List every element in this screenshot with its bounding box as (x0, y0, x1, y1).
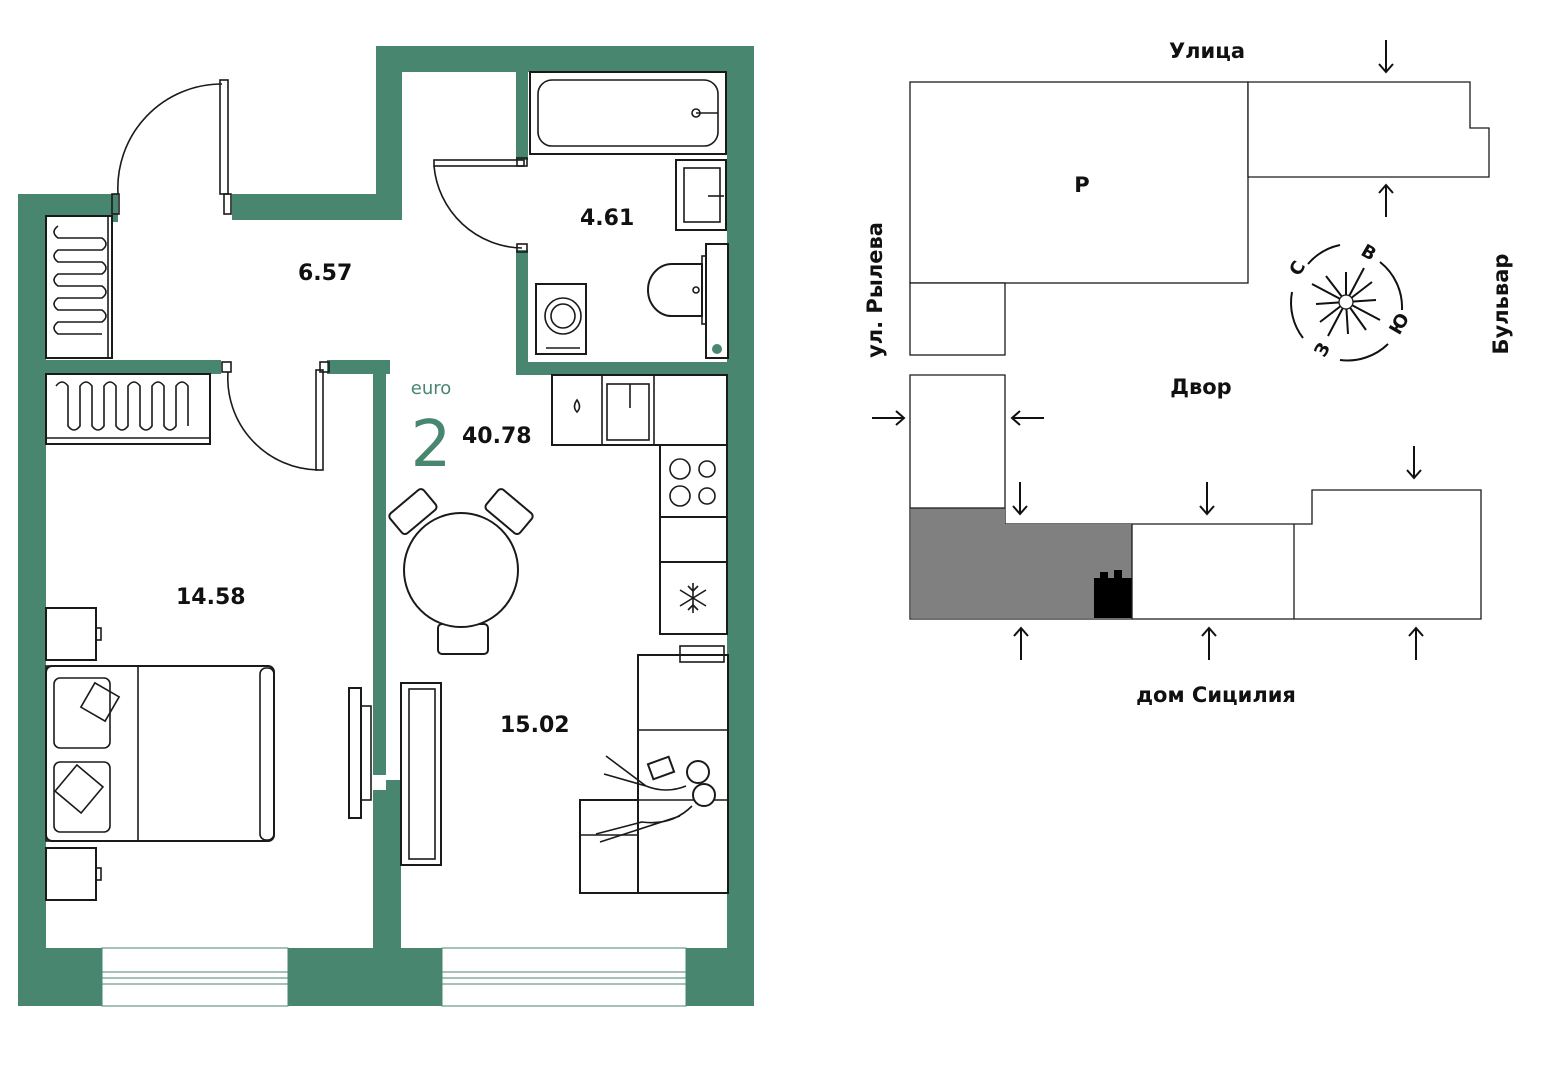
people-icon (595, 755, 716, 843)
sink-icon (675, 159, 727, 231)
compass-south: Ю (1385, 310, 1414, 339)
compass-north: С (1285, 258, 1310, 280)
arrow-up-icon (1378, 183, 1394, 217)
arrow-right-icon (872, 410, 906, 426)
arrow-up-icon (1013, 626, 1029, 660)
dining-table-icon (388, 488, 534, 655)
toilet-icon (647, 255, 713, 325)
arrow-left-icon (1010, 410, 1044, 426)
nightstand-icon (45, 607, 102, 901)
total-area: 40.78 (462, 424, 532, 449)
walls (18, 46, 754, 1006)
door-entrance (111, 79, 232, 215)
hall-area: 6.57 (298, 261, 352, 286)
shower-panel (705, 243, 729, 359)
floor-plan: euro 2 40.78 6.57 4.61 14.58 15.02 (18, 46, 754, 1007)
apartment-marker (1094, 570, 1132, 618)
sofa-icon (579, 645, 729, 894)
washing-machine-icon (535, 283, 587, 355)
bed-icon (45, 665, 275, 842)
living-kitchen-area: 15.02 (500, 713, 570, 738)
arrow-up-icon (1408, 626, 1424, 660)
building-top-right (1247, 81, 1490, 178)
tv-unit-icon (400, 682, 442, 866)
door-bedroom (221, 361, 330, 471)
wardrobe-icon (45, 215, 113, 359)
kitchen-counter (551, 374, 728, 635)
apartment-type-prefix: euro (411, 378, 452, 399)
street-top-label: Улица (1169, 39, 1245, 63)
bathroom-area: 4.61 (580, 206, 634, 231)
arrow-down-icon (1378, 40, 1394, 74)
arrow-down-icon (1012, 482, 1028, 516)
highlight-section (911, 508, 1132, 618)
courtyard-label: Двор (1170, 375, 1231, 399)
buildings (909, 81, 1490, 620)
compass-icon: С В Ю З (1285, 240, 1414, 362)
street-right-label: Бульвар (1489, 254, 1513, 355)
building-parking (909, 81, 1249, 284)
bathtub-icon (529, 71, 727, 155)
site-plan: С В Ю З Улица ул. Рылева Бульвар Двор до… (863, 39, 1513, 707)
window-bedroom (101, 947, 289, 1007)
arrow-down-icon (1406, 446, 1422, 480)
compass-west: З (1310, 339, 1335, 361)
building-left-small (909, 282, 1006, 356)
compass-east: В (1357, 240, 1379, 265)
window-living (441, 947, 687, 1007)
desk-icon (348, 687, 372, 819)
arrow-down-icon (1199, 482, 1215, 516)
bedroom-wardrobe-icon (45, 373, 211, 445)
entry-arrows (872, 40, 1424, 660)
rooms-count: 2 (411, 408, 452, 482)
door-bathroom (433, 157, 528, 253)
arrow-up-icon (1201, 626, 1217, 660)
bedroom-area: 14.58 (176, 585, 246, 610)
street-left-label: ул. Рылева (863, 222, 887, 358)
parking-label: Р (1074, 173, 1089, 197)
house-label: дом Сицилия (1136, 683, 1296, 707)
snowflake-icon (679, 583, 707, 613)
